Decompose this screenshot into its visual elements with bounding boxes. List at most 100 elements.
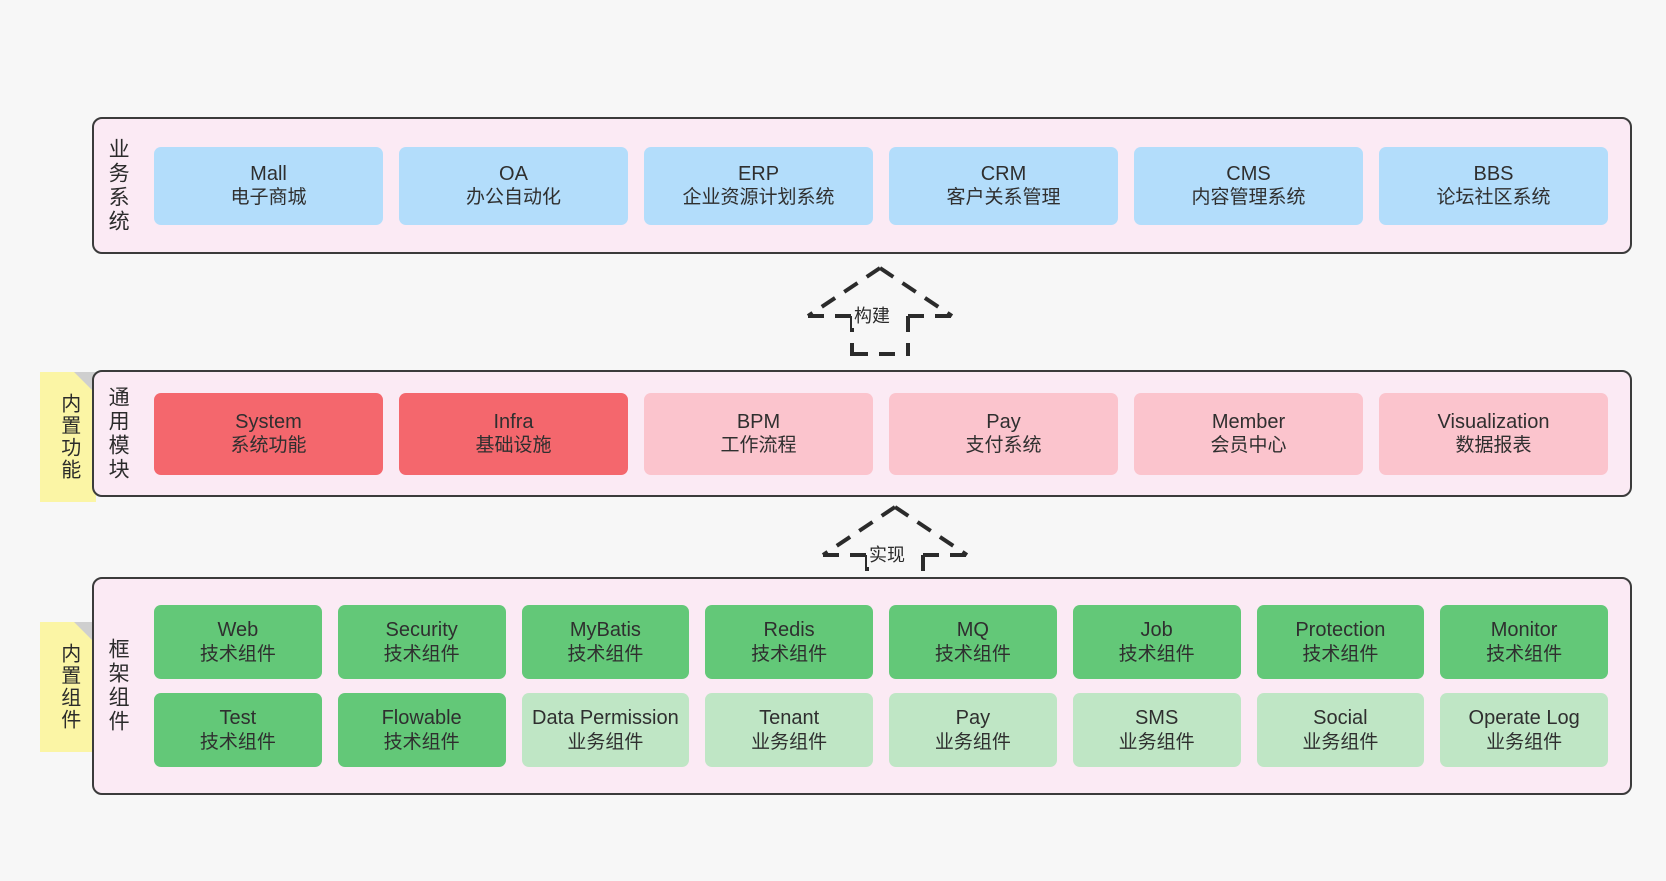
- card-subtitle: 企业资源计划系统: [682, 187, 835, 209]
- card-title: Security: [385, 619, 458, 642]
- card-title: Tenant: [759, 707, 820, 730]
- card-subtitle: 技术组件: [383, 643, 460, 665]
- card-oa[interactable]: OA 办公自动化: [399, 146, 628, 225]
- card-subtitle: 支付系统: [965, 435, 1042, 457]
- card-subtitle: 论坛社区系统: [1436, 187, 1551, 209]
- card-subtitle: 数据报表: [1455, 435, 1532, 457]
- card-system[interactable]: System 系统功能: [154, 392, 383, 475]
- card-title: Pay: [955, 707, 991, 730]
- framework-tech-row: Web 技术组件 Security 技术组件 MyBatis 技术组件 Redi…: [146, 605, 1616, 679]
- framework-component-rows: Web 技术组件 Security 技术组件 MyBatis 技术组件 Redi…: [140, 579, 1630, 793]
- card-subtitle: 工作流程: [720, 435, 797, 457]
- card-title: Monitor: [1490, 619, 1558, 642]
- connector-label-implement: 实现: [867, 541, 907, 567]
- arrow-head-left-stroke: [821, 505, 897, 557]
- card-title: Redis: [763, 619, 815, 642]
- card-subtitle: 电子商城: [230, 187, 307, 209]
- card-subtitle: 技术组件: [1486, 643, 1563, 665]
- layer-common-module: 通用模块 System 系统功能 Infra 基础设施 BPM 工作流程 Pay…: [92, 370, 1632, 497]
- card-cms[interactable]: CMS 内容管理系统: [1134, 146, 1363, 225]
- card-title: MQ: [956, 619, 989, 642]
- card-bpm[interactable]: BPM 工作流程: [644, 392, 873, 475]
- card-mq[interactable]: MQ 技术组件: [889, 605, 1057, 679]
- note-fold-corner-icon: [74, 622, 96, 644]
- note-fold-corner-icon: [74, 372, 96, 394]
- card-subtitle: 技术组件: [1302, 643, 1379, 665]
- card-title: Mall: [250, 162, 287, 185]
- card-title: ERP: [737, 162, 780, 185]
- card-security[interactable]: Security 技术组件: [337, 605, 506, 679]
- card-data-permission[interactable]: Data Permission 业务组件: [521, 693, 690, 767]
- card-title: CRM: [980, 162, 1027, 185]
- card-title: OA: [499, 162, 528, 185]
- card-mybatis[interactable]: MyBatis 技术组件: [521, 605, 690, 679]
- arrow-head-right-stroke: [878, 266, 954, 318]
- card-crm[interactable]: CRM 客户关系管理: [889, 146, 1118, 225]
- card-title: Social: [1313, 707, 1368, 730]
- card-title: MyBatis: [569, 619, 641, 642]
- note-builtin-function: 内置功能: [40, 372, 96, 502]
- card-pay-business[interactable]: Pay 业务组件: [889, 693, 1057, 767]
- card-social[interactable]: Social 业务组件: [1256, 693, 1425, 767]
- card-protection[interactable]: Protection 技术组件: [1256, 605, 1425, 679]
- connector-label-build: 构建: [852, 302, 892, 328]
- card-title: CMS: [1226, 162, 1271, 185]
- card-infra[interactable]: Infra 基础设施: [399, 392, 628, 475]
- card-flowable[interactable]: Flowable 技术组件: [337, 693, 506, 767]
- card-subtitle: 业务组件: [1486, 731, 1563, 753]
- card-subtitle: 技术组件: [199, 643, 276, 665]
- card-title: Test: [219, 707, 257, 730]
- card-subtitle: 技术组件: [751, 643, 828, 665]
- framework-business-row: Test 技术组件 Flowable 技术组件 Data Permission …: [146, 693, 1616, 767]
- card-sms[interactable]: SMS 业务组件: [1072, 693, 1241, 767]
- card-title: Infra: [493, 410, 534, 433]
- card-web[interactable]: Web 技术组件: [154, 605, 322, 679]
- card-title: BPM: [736, 410, 781, 433]
- card-subtitle: 业务组件: [1118, 731, 1195, 753]
- card-title: System: [235, 410, 302, 433]
- card-title: SMS: [1134, 707, 1179, 730]
- card-subtitle: 技术组件: [1118, 643, 1195, 665]
- card-mall[interactable]: Mall 电子商城: [154, 146, 383, 225]
- card-operate-log[interactable]: Operate Log 业务组件: [1440, 693, 1608, 767]
- card-title: Web: [217, 619, 259, 642]
- note-label: 内置功能: [57, 393, 80, 481]
- card-monitor[interactable]: Monitor 技术组件: [1440, 605, 1608, 679]
- card-bbs[interactable]: BBS 论坛社区系统: [1379, 146, 1608, 225]
- card-subtitle: 办公自动化: [465, 187, 561, 209]
- layer-business-system: 业务系统 Mall 电子商城 OA 办公自动化 ERP 企业资源计划系统 CRM…: [92, 117, 1632, 254]
- arrow-head-right-stroke: [893, 505, 969, 557]
- card-subtitle: 业务组件: [1302, 731, 1379, 753]
- layer-title-framework-component: 框架组件: [106, 638, 130, 734]
- connector-build: 构建: [800, 266, 960, 356]
- layer-framework-component: 框架组件 Web 技术组件 Security 技术组件 MyBatis 技术组件…: [92, 577, 1632, 795]
- note-builtin-component: 内置组件: [40, 622, 96, 752]
- card-redis[interactable]: Redis 技术组件: [705, 605, 873, 679]
- card-subtitle: 内容管理系统: [1191, 187, 1306, 209]
- card-pay[interactable]: Pay 支付系统: [889, 392, 1118, 475]
- layer-title-business-system: 业务系统: [106, 137, 130, 234]
- card-tenant[interactable]: Tenant 业务组件: [705, 693, 873, 767]
- layer-title-common-module: 通用模块: [106, 385, 130, 482]
- arrow-head-left-stroke: [806, 266, 882, 318]
- card-subtitle: 系统功能: [230, 435, 307, 457]
- card-visualization[interactable]: Visualization 数据报表: [1379, 392, 1608, 475]
- card-subtitle: 技术组件: [199, 731, 276, 753]
- card-subtitle: 业务组件: [567, 731, 644, 753]
- card-title: Flowable: [381, 707, 462, 730]
- card-subtitle: 客户关系管理: [946, 187, 1061, 209]
- card-subtitle: 会员中心: [1210, 435, 1287, 457]
- card-title: BBS: [1473, 162, 1514, 185]
- card-title: Visualization: [1437, 410, 1550, 433]
- card-erp[interactable]: ERP 企业资源计划系统: [644, 146, 873, 225]
- card-job[interactable]: Job 技术组件: [1072, 605, 1241, 679]
- card-subtitle: 技术组件: [567, 643, 644, 665]
- card-title: Operate Log: [1468, 707, 1580, 730]
- card-title: Member: [1211, 410, 1286, 433]
- note-label: 内置组件: [57, 643, 80, 731]
- card-title: Protection: [1295, 619, 1386, 642]
- card-test[interactable]: Test 技术组件: [154, 693, 322, 767]
- business-system-card-row: Mall 电子商城 OA 办公自动化 ERP 企业资源计划系统 CRM 客户关系…: [140, 119, 1630, 252]
- card-member[interactable]: Member 会员中心: [1134, 392, 1363, 475]
